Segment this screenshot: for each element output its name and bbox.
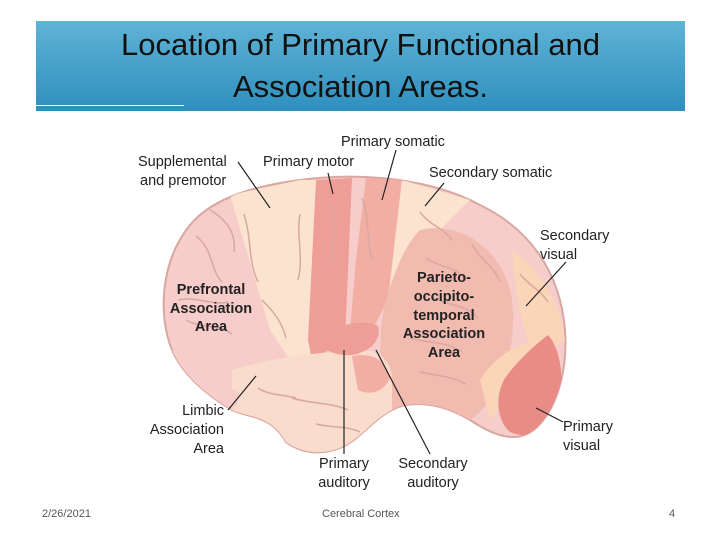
label-parieto-2: occipito- xyxy=(414,289,475,305)
label-supplemental-2: and premotor xyxy=(140,173,226,189)
pointer-primary-visual xyxy=(535,407,564,423)
primary-motor-region xyxy=(308,178,352,360)
footer-title: Cerebral Cortex xyxy=(322,508,400,520)
pointer-secondary-visual xyxy=(525,261,567,307)
label-limbic-2: Association xyxy=(150,422,224,438)
pointer-primary-somatic xyxy=(381,149,397,201)
primary-visual-region xyxy=(498,335,562,436)
label-secondary-visual-1: Secondary xyxy=(540,228,610,244)
limbic-region xyxy=(172,350,239,410)
title-bar xyxy=(36,21,685,111)
label-primary-motor: Primary motor xyxy=(263,154,354,170)
label-prefrontal-1: Prefrontal xyxy=(177,282,246,298)
pointer-secondary-somatic xyxy=(424,182,445,207)
label-primary-auditory-1: Primary xyxy=(319,456,370,472)
label-supplemental-1: Supplemental xyxy=(138,154,227,170)
label-parieto-1: Parieto- xyxy=(417,270,471,286)
slide-title: Location of Primary Functional and Assoc… xyxy=(36,24,685,108)
label-secondary-auditory-2: auditory xyxy=(407,475,459,491)
pointer-supplemental xyxy=(237,161,271,209)
slide-title-line-1: Location of Primary Functional and xyxy=(120,27,601,62)
label-prefrontal-3: Area xyxy=(195,319,228,335)
slide-title-line-2: Association Areas. xyxy=(232,69,489,104)
label-secondary-visual-2: visual xyxy=(540,247,577,263)
pointer-limbic xyxy=(227,375,257,411)
title-underline xyxy=(36,105,184,106)
label-prefrontal-2: Association xyxy=(170,301,252,317)
footer-date: 2/26/2021 xyxy=(42,508,91,520)
pointer-secondary-auditory xyxy=(375,349,431,455)
label-primary-visual-2: visual xyxy=(563,438,600,454)
label-primary-somatic: Primary somatic xyxy=(341,134,445,150)
label-parieto-3: temporal xyxy=(413,308,474,324)
temporal-band xyxy=(232,350,392,453)
label-limbic-1: Limbic xyxy=(182,403,224,419)
label-parieto-4: Association xyxy=(403,326,485,342)
primary-somatic-region xyxy=(350,178,402,330)
page-number: 4 xyxy=(669,508,676,520)
premotor-region xyxy=(230,180,320,360)
label-parieto-5: Area xyxy=(428,345,461,361)
label-secondary-somatic: Secondary somatic xyxy=(429,165,552,181)
secondary-auditory-region xyxy=(352,354,390,393)
label-secondary-auditory-1: Secondary xyxy=(398,456,468,472)
label-primary-visual-1: Primary xyxy=(563,419,614,435)
label-primary-auditory-2: auditory xyxy=(318,475,370,491)
parieto-occipito-temporal-region xyxy=(380,228,514,420)
primary-auditory-region xyxy=(318,322,379,356)
secondary-visual-region xyxy=(512,250,565,347)
pointer-primary-motor xyxy=(327,172,334,195)
label-limbic-3: Area xyxy=(193,441,225,457)
